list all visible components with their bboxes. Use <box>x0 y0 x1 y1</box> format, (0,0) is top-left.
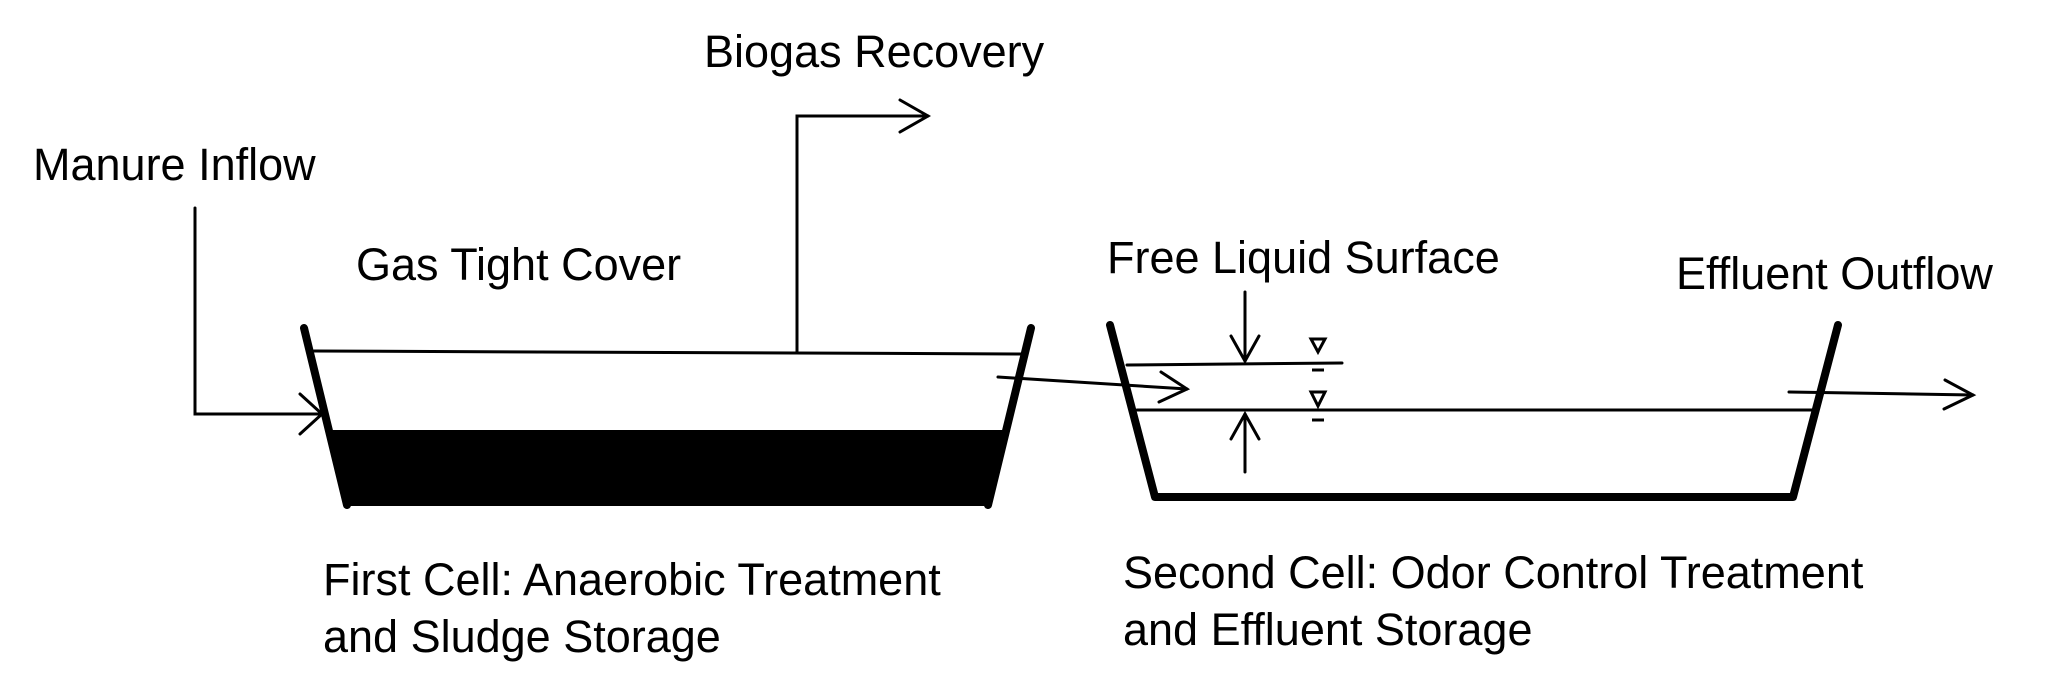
first-cell-caption-line2: and Sludge Storage <box>323 611 721 662</box>
up-arrowhead-icon <box>1229 410 1261 441</box>
sludge-layer <box>329 430 1005 506</box>
second-cell <box>1106 321 1842 501</box>
biogas-recovery-arrow <box>795 98 932 354</box>
effluent-outflow-arrow <box>1787 378 1977 411</box>
arrowhead-icon <box>298 392 325 436</box>
second-cell-walls <box>1106 321 1842 501</box>
second-cell-caption-line1: Second Cell: Odor Control Treatment <box>1123 547 1864 598</box>
arrowhead-icon <box>1157 370 1191 404</box>
transfer-arrow <box>996 370 1191 404</box>
down-arrowhead-icon <box>1229 334 1261 365</box>
free-liquid-surface-label: Free Liquid Surface <box>1107 232 1500 283</box>
upper-liquid-level <box>1125 361 1344 367</box>
first-cell-caption-line1: First Cell: Anaerobic Treatment <box>323 554 941 605</box>
first-cell-left-wall <box>300 324 351 509</box>
gas-tight-cover <box>312 349 1025 356</box>
arrowhead-icon <box>1942 378 1977 411</box>
manure-inflow-label: Manure Inflow <box>33 139 316 190</box>
second-cell-caption-line2: and Effluent Storage <box>1123 604 1532 655</box>
water-level-icon <box>1308 390 1328 410</box>
gas-tight-cover-label: Gas Tight Cover <box>356 239 681 290</box>
free-liquid-surface-markers <box>1229 290 1328 474</box>
water-level-icon <box>1308 337 1328 356</box>
biogas-recovery-label: Biogas Recovery <box>704 26 1045 77</box>
arrowhead-icon <box>898 98 932 134</box>
first-cell <box>300 324 1035 509</box>
first-cell-right-wall <box>984 324 1035 509</box>
effluent-outflow-label: Effluent Outflow <box>1676 248 1993 299</box>
manure-inflow-arrow <box>193 206 325 436</box>
